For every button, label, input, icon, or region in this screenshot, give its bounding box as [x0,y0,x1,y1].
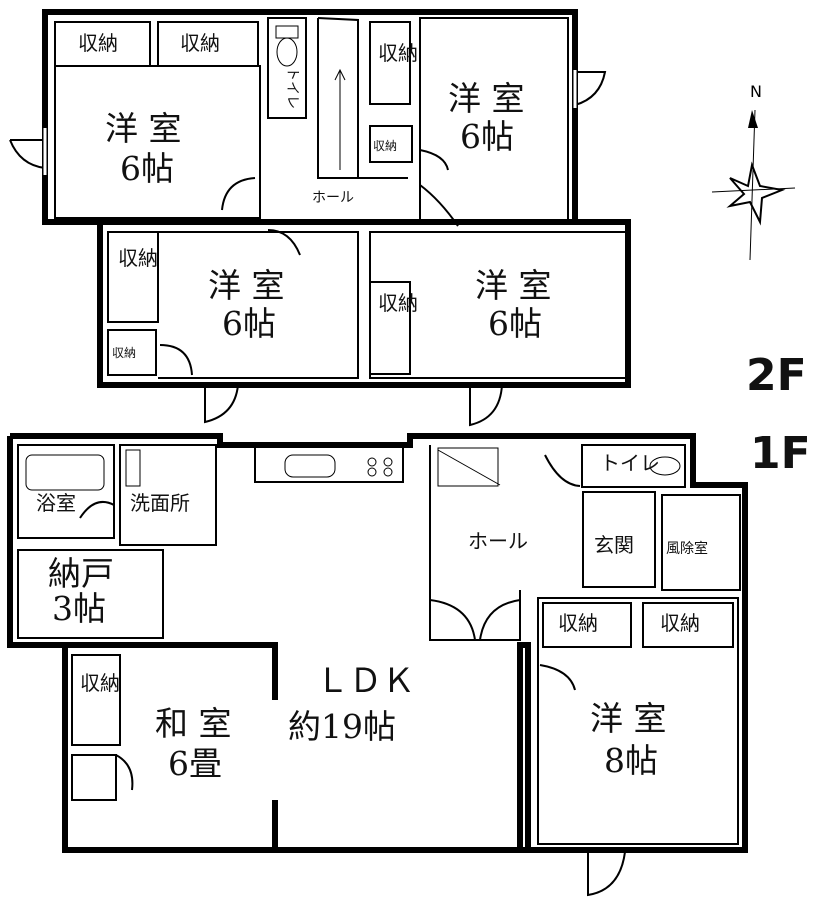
floor-label-1f: 1F [750,428,811,479]
room-2f-ne-size: 6帖 [460,117,514,156]
storage-name: 納戸 [48,554,114,593]
first-floor-plan [7,433,748,897]
bath-label: 浴室 [36,491,76,515]
entrance-label: 玄関 [594,533,634,557]
closet-2f-sw-small-label: 収納 [112,346,136,360]
western-room-1f-size: 8帖 [604,741,658,780]
toilet-2f-label: トイレ [284,67,300,109]
ldk-size: 約19帖 [288,707,396,746]
room-2f-se-size: 6帖 [488,304,542,343]
windbreak-label: 風除室 [666,540,708,557]
closet-1f-b-label: 収納 [660,611,700,635]
washroom-label: 洗面所 [130,491,190,515]
floor-label-2f: 2F [746,350,807,401]
toilet-1f-label: トイレ [600,451,660,475]
room-2f-se-name: 洋 室 [475,266,552,305]
second-floor-plan [9,9,631,427]
hall-1f-label: ホール [468,529,528,553]
room-2f-sw-size: 6帖 [222,304,276,343]
closet-2f-nw-a-label: 収納 [78,31,118,55]
hall-2f-label: ホール [312,190,354,206]
ldk-name: ＬＤＫ [316,661,415,700]
storage-size: 3帖 [52,589,106,628]
room-2f-nw-size: 6帖 [120,149,174,188]
japanese-room-size: 6畳 [168,744,222,783]
closet-2f-se-label: 収納 [378,291,418,315]
room-2f-sw-name: 洋 室 [208,266,285,305]
compass-north-label: N [750,82,762,101]
japanese-room-name: 和 室 [155,704,232,743]
western-room-1f-name: 洋 室 [590,699,667,738]
closet-2f-ne-small-label: 収納 [373,139,397,153]
closet-2f-sw-label: 収納 [118,246,158,270]
room-2f-ne-name: 洋 室 [448,79,525,118]
compass-rose-icon [711,109,796,261]
room-2f-nw-name: 洋 室 [105,109,182,148]
closet-2f-nw-b-label: 収納 [180,31,220,55]
closet-1f-a-label: 収納 [558,611,598,635]
closet-2f-ne-label: 収納 [378,41,418,65]
closet-1f-japanese-label: 収納 [80,671,120,695]
